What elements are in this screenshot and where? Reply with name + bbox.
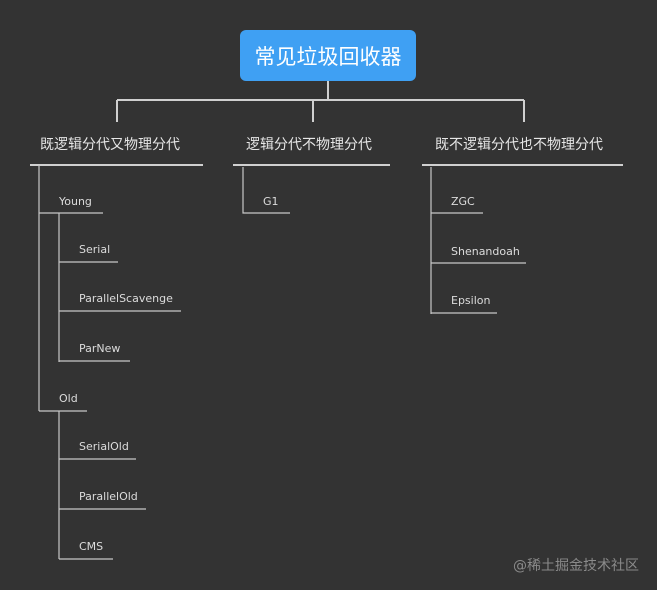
branch3-tree — [430, 167, 526, 314]
branch-logical-and-physical: 既逻辑分代又物理分代 — [40, 137, 180, 153]
node-parallel-old: ParallelOld — [79, 490, 138, 503]
branch2-tree — [242, 167, 290, 214]
node-young: Young — [59, 195, 92, 208]
branch-logical-only: 逻辑分代不物理分代 — [246, 137, 372, 153]
branch1-tree — [38, 165, 181, 560]
node-epsilon: Epsilon — [451, 294, 491, 307]
node-old: Old — [59, 392, 78, 405]
node-serial: Serial — [79, 243, 111, 256]
root-connector — [116, 81, 525, 122]
node-g1: G1 — [263, 195, 279, 208]
branch-no-generation: 既不逻辑分代也不物理分代 — [435, 137, 603, 153]
node-parallel-scavenge: ParallelScavenge — [79, 292, 173, 305]
root-node: 常见垃圾回收器 — [240, 30, 416, 81]
node-cms: CMS — [79, 540, 104, 553]
node-serial-old: SerialOld — [79, 440, 129, 453]
node-shenandoah: Shenandoah — [451, 245, 520, 258]
node-parnew: ParNew — [79, 342, 121, 355]
node-zgc: ZGC — [451, 195, 475, 208]
watermark: @稀土掘金技术社区 — [513, 558, 639, 574]
